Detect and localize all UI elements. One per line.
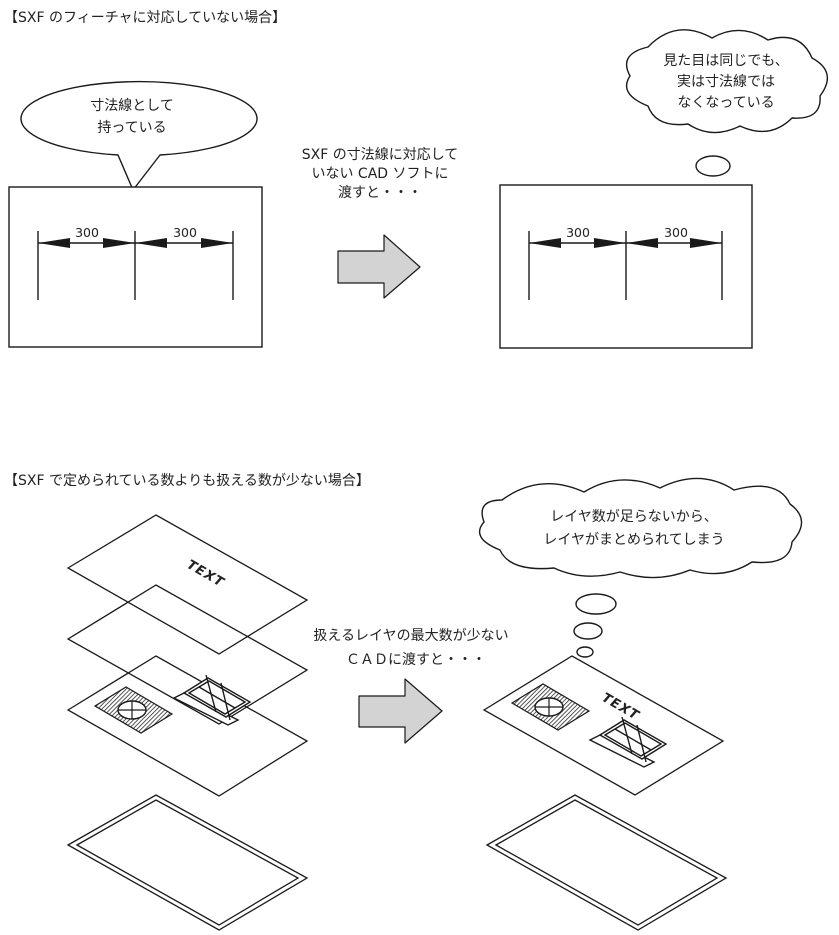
left-hatched-symbol bbox=[93, 686, 174, 734]
layer-top bbox=[66, 514, 309, 655]
right-hatched-symbol bbox=[510, 683, 591, 731]
speech-bubble-line-2: 持っている bbox=[97, 120, 166, 136]
speech-bubble-line-1: 寸法線として bbox=[90, 98, 174, 114]
block-arrow-1 bbox=[337, 234, 421, 299]
right-merged-layer bbox=[482, 655, 725, 796]
right-dimension-lines bbox=[528, 231, 723, 300]
right-dim-label-1: 300 bbox=[566, 225, 590, 240]
left-layer-stack bbox=[66, 514, 309, 797]
arrow-caption-1-line-2: いない CAD ソフトに bbox=[311, 166, 448, 182]
section1-heading: 【SXF のフィーチャに対応していない場合】 bbox=[4, 10, 286, 26]
left-layer-text: TEXT bbox=[184, 557, 227, 590]
left-dim-label-1: 300 bbox=[75, 225, 99, 240]
arrow-caption-2-line-1: 扱えるレイヤの最大数が少ない bbox=[313, 628, 508, 644]
section2-heading: 【SXF で定められている数よりも扱える数が少ない場合】 bbox=[4, 473, 370, 489]
arrow-caption-1-line-1: SXF の寸法線に対応して bbox=[302, 147, 459, 163]
block-arrow-2 bbox=[358, 678, 443, 744]
left-dimension-arrowheads bbox=[38, 238, 233, 248]
arrow-caption-2-line-2: ＣＡＤに渡すと・・・ bbox=[346, 652, 486, 668]
thought-bubble-2-line-1: レイヤ数が足らないから、 bbox=[550, 509, 718, 525]
layer-middle bbox=[66, 584, 309, 725]
thought-bubble-1-line-3: なくなっている bbox=[677, 95, 774, 111]
speech-bubble: 寸法線として 持っている bbox=[20, 80, 258, 191]
left-window-symbol bbox=[172, 674, 252, 726]
thought-bubble-2-line-2: レイヤがまとめられてしまう bbox=[543, 532, 724, 548]
thought-bubble-2 bbox=[478, 477, 803, 658]
left-double-frame bbox=[66, 794, 309, 931]
left-dim-label-2: 300 bbox=[173, 225, 197, 240]
right-dim-label-2: 300 bbox=[664, 225, 688, 240]
right-window-symbol bbox=[588, 716, 668, 768]
arrow-caption-1-line-3: 渡すと・・・ bbox=[338, 185, 422, 201]
right-double-frame bbox=[485, 794, 728, 931]
layer-bottom bbox=[66, 655, 309, 797]
thought-bubble-1-line-1: 見た目は同じでも、 bbox=[663, 53, 789, 69]
thought-bubble-1-line-2: 実は寸法線では bbox=[677, 74, 775, 90]
right-dimension-arrowheads bbox=[529, 238, 722, 248]
